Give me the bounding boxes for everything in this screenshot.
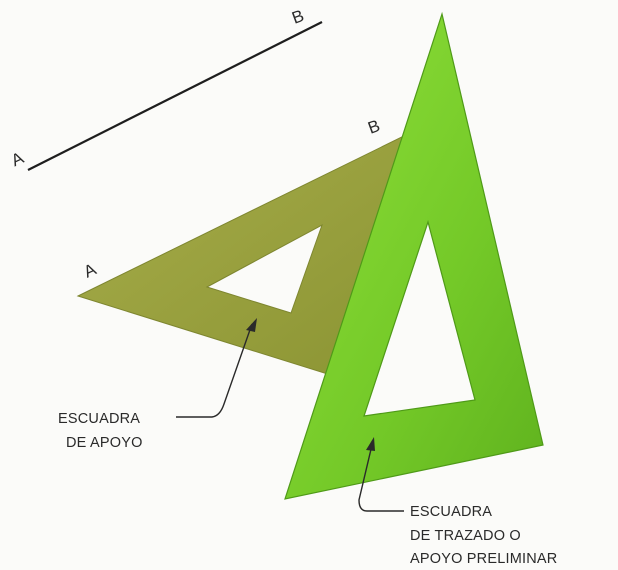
drawing-callout-line2: DE TRAZADO O	[410, 528, 521, 544]
square-label-a: A	[81, 259, 100, 281]
drawing-callout-line3: APOYO PRELIMINAR	[410, 551, 557, 567]
line-label-a: A	[8, 148, 27, 170]
support-callout-line2: DE APOYO	[66, 435, 143, 451]
square-label-b: B	[365, 116, 382, 138]
support-callout-line1: ESCUADRA	[58, 411, 140, 427]
drawing-callout-line1: ESCUADRA	[410, 504, 492, 520]
reference-line-ab	[28, 22, 322, 170]
line-label-b: B	[289, 6, 306, 28]
